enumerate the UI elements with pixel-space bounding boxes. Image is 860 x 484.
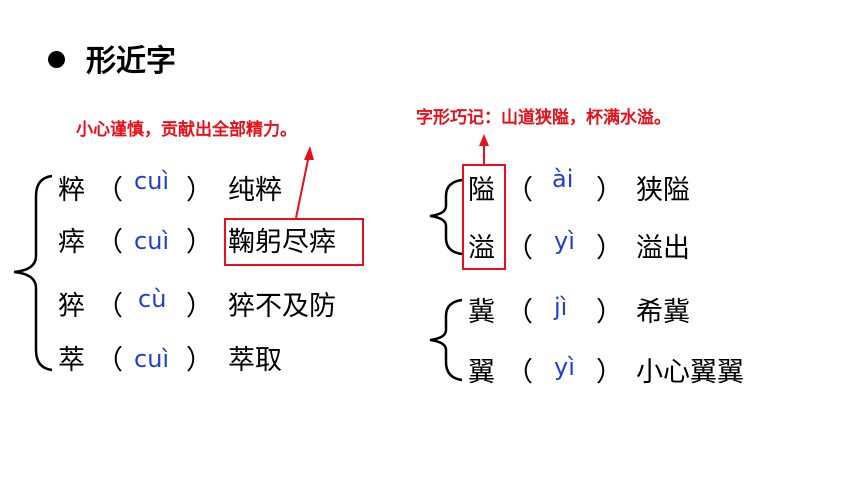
paren-open: （ xyxy=(96,345,123,376)
right-bottom-bracket xyxy=(429,298,463,382)
pinyin: yì xyxy=(554,227,575,255)
char: 溢 xyxy=(468,233,495,264)
paren-close: ） xyxy=(596,233,623,264)
char: 粹 xyxy=(58,175,85,206)
word: 猝不及防 xyxy=(228,291,336,322)
left-arrow-head xyxy=(304,146,314,160)
word: 鞠躬尽瘁 xyxy=(228,227,336,258)
pinyin: cuì xyxy=(134,345,170,373)
pinyin: cù xyxy=(138,285,167,313)
word: 希冀 xyxy=(636,297,690,328)
word: 溢出 xyxy=(636,233,690,264)
pinyin: cuì xyxy=(134,227,170,255)
highlight-box-right xyxy=(462,164,506,270)
word: 萃取 xyxy=(228,345,282,376)
pinyin: ài xyxy=(552,165,574,193)
word: 纯粹 xyxy=(228,175,282,206)
paren-close: ） xyxy=(186,345,213,376)
paren-open: （ xyxy=(96,227,123,258)
left-arrow-line xyxy=(295,149,311,219)
paren-open: （ xyxy=(506,233,533,264)
paren-open: （ xyxy=(506,357,533,388)
paren-open: （ xyxy=(96,291,123,322)
paren-close: ） xyxy=(186,175,213,206)
left-note: 小心谨慎，贡献出全部精力。 xyxy=(76,120,297,140)
paren-open: （ xyxy=(506,297,533,328)
paren-open: （ xyxy=(506,175,533,206)
char: 隘 xyxy=(468,175,495,206)
paren-close: ） xyxy=(596,175,623,206)
pinyin: jì xyxy=(554,293,568,321)
right-top-bracket xyxy=(429,178,463,256)
right-arrow-head xyxy=(479,134,489,146)
right-note: 字形巧记：山道狭隘，杯满水溢。 xyxy=(416,108,671,128)
char: 萃 xyxy=(58,345,85,376)
paren-close: ） xyxy=(596,297,623,328)
char: 翼 xyxy=(468,357,495,388)
paren-close: ） xyxy=(186,291,213,322)
page-title: 形近字 xyxy=(86,44,176,79)
char: 冀 xyxy=(468,297,495,328)
bullet-icon xyxy=(48,51,65,68)
pinyin: cuì xyxy=(134,167,170,195)
pinyin: yì xyxy=(554,353,575,381)
highlight-box-left xyxy=(224,218,364,266)
paren-close: ） xyxy=(596,357,623,388)
paren-close: ） xyxy=(186,227,213,258)
left-outer-bracket xyxy=(13,174,53,372)
char: 瘁 xyxy=(58,227,85,258)
paren-open: （ xyxy=(96,175,123,206)
word: 狭隘 xyxy=(636,175,690,206)
char: 猝 xyxy=(58,291,85,322)
word: 小心翼翼 xyxy=(636,357,744,388)
